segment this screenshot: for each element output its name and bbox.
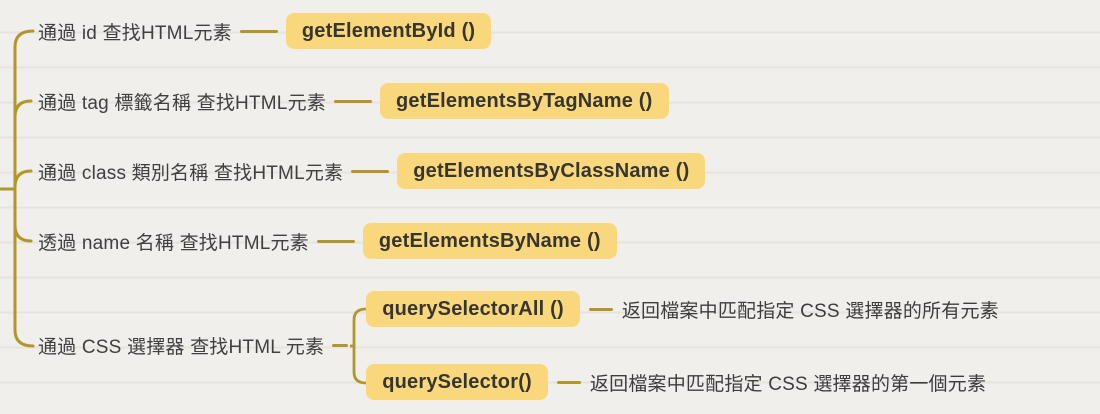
branch-topic[interactable]: 通過 CSS 選擇器 查找HTML 元素	[38, 337, 325, 358]
branch-row: 透過 name 名稱 查找HTML元素 getElementsByName ()	[36, 222, 617, 260]
method-node[interactable]: getElementsByClassName ()	[397, 153, 706, 189]
description-topic[interactable]: 返回檔案中匹配指定 CSS 選擇器的所有元素	[621, 300, 999, 322]
method-node[interactable]: getElementById ()	[285, 13, 492, 49]
connector-line	[333, 99, 372, 103]
method-node[interactable]: getElementsByName ()	[362, 223, 617, 259]
branch-topic[interactable]: 透過 name 名稱 查找HTML元素	[38, 232, 309, 254]
connector-line	[332, 344, 349, 347]
connector-line	[316, 239, 355, 243]
connector-line	[351, 169, 390, 173]
branch-topic[interactable]: 通過 class 類別名稱 查找HTML元素	[38, 162, 344, 184]
branch-topic[interactable]: 通過 id 查找HTML元素	[38, 22, 232, 44]
branch-row: 通過 tag 標籤名稱 查找HTML元素 getElementsByTagNam…	[36, 82, 669, 120]
fork-children: querySelectorAll () 返回檔案中匹配指定 CSS 選擇器的所有…	[366, 290, 999, 401]
branch-row: 通過 id 查找HTML元素 getElementById ()	[36, 12, 492, 50]
child-row: querySelectorAll () 返回檔案中匹配指定 CSS 選擇器的所有…	[366, 290, 999, 328]
connector-line	[556, 380, 581, 384]
branch-topic[interactable]: 通過 tag 標籤名稱 查找HTML元素	[38, 92, 326, 114]
method-node[interactable]: querySelectorAll ()	[366, 291, 580, 327]
child-row: querySelector() 返回檔案中匹配指定 CSS 選擇器的第一個元素	[366, 363, 999, 401]
description-topic[interactable]: 返回檔案中匹配指定 CSS 選擇器的第一個元素	[589, 373, 987, 395]
method-node[interactable]: querySelector()	[366, 364, 548, 400]
method-node[interactable]: getElementsByTagName ()	[379, 83, 669, 119]
connector-line	[239, 29, 278, 33]
connector-line	[588, 307, 613, 311]
branch-row: 通過 CSS 選擇器 查找HTML 元素 querySelectorAll ()…	[36, 290, 999, 401]
branch-row: 通過 class 類別名稱 查找HTML元素 getElementsByClas…	[36, 152, 706, 190]
fork-connector	[350, 307, 367, 384]
